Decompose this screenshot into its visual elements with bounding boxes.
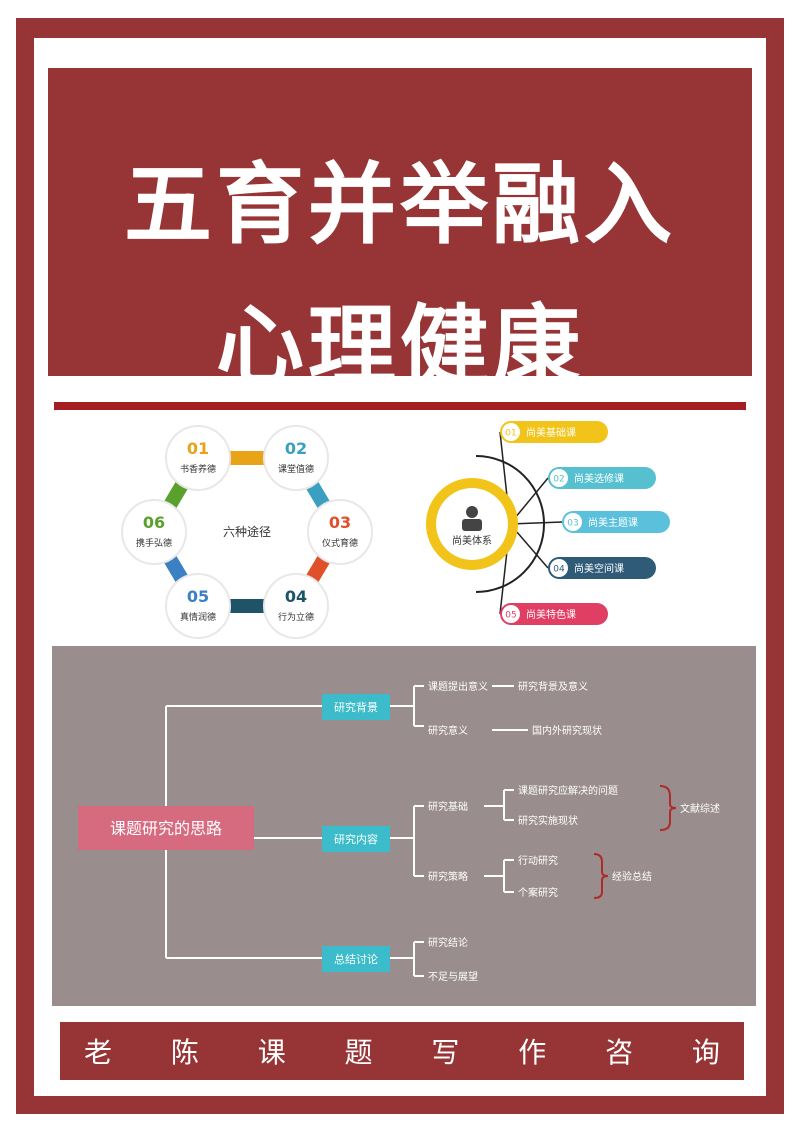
sub-1-1: 课题提出意义 (428, 680, 488, 693)
sub-3-2: 不足与展望 (428, 970, 478, 983)
branch-1: 研究背景 (334, 700, 378, 714)
bracket-label-1: 文献综述 (680, 802, 720, 815)
leaf-2-2-1: 行动研究 (518, 854, 558, 867)
footer-char: 写 (431, 1036, 460, 1069)
beauty-item-badge (502, 605, 520, 623)
mindmap-svg: 课题研究的思路 研究背景 研究内容 总结讨论 课题提出意义 研究背景及意义 研究… (78, 680, 720, 983)
leaf-2-1-2: 研究实施现状 (518, 814, 578, 827)
six-ways-node-label: 真情润德 (180, 611, 216, 623)
beauty-item-pill (548, 557, 656, 579)
leaf-2-2-2: 个案研究 (518, 886, 558, 899)
research-mindmap: 课题研究的思路 研究背景 研究内容 总结讨论 课题提出意义 研究背景及意义 研究… (52, 646, 756, 1006)
six-ways-node-label: 书香养德 (180, 463, 216, 475)
title-banner: 五育并举融入 心理健康 (48, 68, 752, 396)
footer-char: 老 (84, 1036, 113, 1069)
six-ways-node (263, 425, 329, 491)
footer-char: 题 (344, 1036, 373, 1069)
footer-char: 课 (257, 1036, 286, 1069)
six-ways-node-label: 仪式育德 (322, 537, 358, 549)
six-ways-node-number: 02 (285, 439, 307, 458)
footer-char: 作 (518, 1036, 547, 1069)
person-icon (462, 506, 482, 531)
six-ways-node (165, 425, 231, 491)
mindmap-brackets (593, 785, 677, 899)
beauty-item-label: 尚美空间课 (574, 562, 624, 575)
six-ways-node (165, 573, 231, 639)
beauty-item-number: 04 (553, 565, 565, 575)
six-ways-diagram: 六种途径 01 书香养德 02 课堂值德 03 仪式育德 04 行为立德 05 真情润德 06 携手弘… (118, 424, 376, 640)
branch-box-3 (322, 946, 390, 972)
mindmap-root: 课题研究的思路 (110, 819, 222, 838)
beauty-item-number: 01 (505, 429, 516, 439)
beauty-item-label: 尚美选修课 (574, 472, 624, 485)
beauty-item-label: 尚美主题课 (588, 516, 638, 529)
beauty-item-number: 05 (505, 611, 516, 621)
six-ways-node-label: 课堂值德 (278, 463, 314, 475)
beauty-spoke (509, 521, 563, 525)
leaf-1-2: 国内外研究现状 (532, 724, 602, 737)
beauty-item-pill (500, 421, 608, 443)
beauty-arc (475, 455, 545, 593)
beauty-item-badge (550, 559, 568, 577)
sub-2-2: 研究策略 (428, 870, 468, 883)
beauty-item-pill (500, 603, 608, 625)
beauty-item-label: 尚美基础课 (526, 426, 576, 439)
six-ways-node-number: 03 (329, 513, 351, 532)
beauty-center-label: 尚美体系 (452, 534, 492, 547)
branch-2: 研究内容 (334, 832, 378, 846)
footer-banner: 老 陈 课 题 写 作 咨 询 (60, 1022, 744, 1080)
branch-3: 总结讨论 (334, 952, 378, 966)
beauty-item-pill (562, 511, 670, 533)
six-ways-node-number: 04 (285, 587, 307, 606)
beauty-system-diagram: 01 尚美基础课 02 尚美选修课 03 尚美主题课 04 尚美空间课 05 尚美特色课 尚美体系 (400, 416, 690, 634)
beauty-item-label: 尚美特色课 (526, 608, 576, 621)
divider (54, 402, 746, 410)
sub-1-2: 研究意义 (428, 724, 468, 737)
beauty-item-badge (502, 423, 520, 441)
six-ways-node-label: 携手弘德 (136, 537, 172, 549)
title-line-2: 心理健康 (215, 294, 584, 398)
beauty-item-badge (564, 513, 582, 531)
leaf-1-1: 研究背景及意义 (518, 680, 588, 693)
six-ways-node-label: 行为立德 (278, 611, 314, 623)
beauty-item-number: 03 (567, 519, 578, 529)
bracket-label-2: 经验总结 (612, 870, 652, 883)
branch-box-1 (322, 694, 390, 720)
six-ways-center: 六种途径 (223, 524, 271, 539)
beauty-item-pill (548, 467, 656, 489)
six-ways-node-number: 06 (143, 513, 165, 532)
leaf-2-1-1: 课题研究应解决的问题 (518, 784, 618, 797)
beauty-item-badge (550, 469, 568, 487)
six-ways-node-number: 05 (187, 587, 209, 606)
footer-char: 陈 (170, 1036, 199, 1069)
sub-3-1: 研究结论 (428, 936, 468, 949)
six-ways-node (263, 573, 329, 639)
beauty-system-svg: 01 尚美基础课 02 尚美选修课 03 尚美主题课 04 尚美空间课 05 尚美特色课 尚美体系 (426, 421, 670, 625)
branch-box-2 (322, 826, 390, 852)
six-ways-node (307, 499, 373, 565)
footer-char: 询 (691, 1036, 720, 1069)
sub-2-1: 研究基础 (428, 800, 468, 813)
six-ways-node (121, 499, 187, 565)
mindmap-root-box (78, 806, 254, 850)
six-ways-svg: 六种途径 01 书香养德 02 课堂值德 03 仪式育德 04 行为立德 05 真情润德 06 携手弘… (121, 425, 373, 639)
footer-char: 咨 (605, 1036, 634, 1069)
beauty-item-number: 02 (553, 475, 564, 485)
six-ways-node-number: 01 (187, 439, 209, 458)
title-line-1: 五育并举融入 (123, 152, 676, 256)
